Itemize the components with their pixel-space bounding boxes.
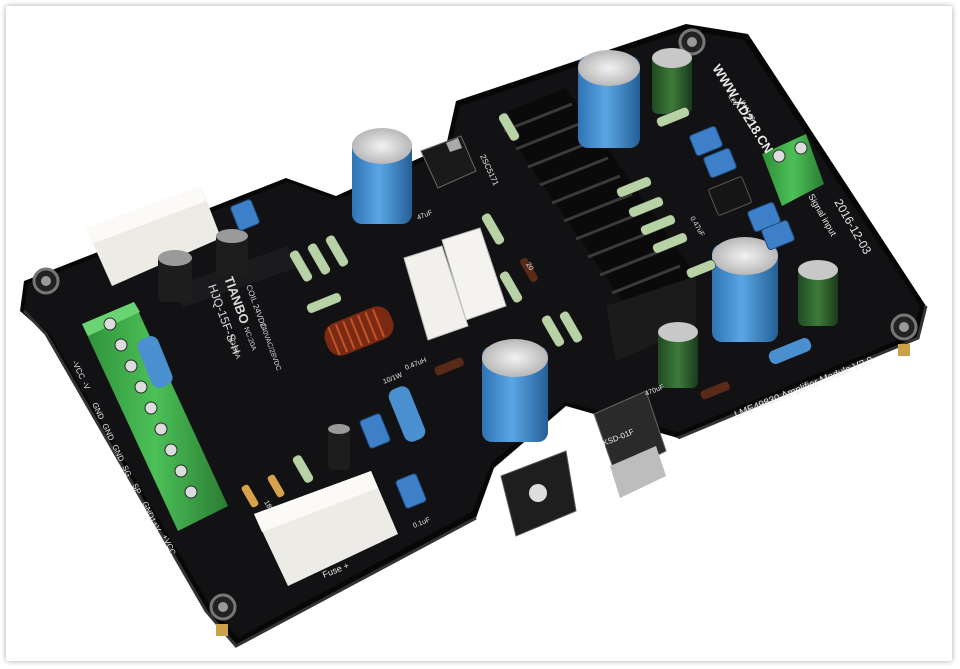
blue-capacitor <box>482 339 548 442</box>
blue-capacitor <box>712 237 778 342</box>
resistor <box>388 386 426 442</box>
relay: TIANBO HJQ-15F-S-H COIL 24VDC NO:30A NC:… <box>174 246 348 446</box>
pin-label: SG <box>120 464 133 478</box>
screw-bottom <box>209 593 237 621</box>
power-transistor <box>500 450 577 537</box>
blue-capacitor <box>578 50 640 148</box>
white-connector-top-left <box>86 186 221 286</box>
pin-label: +V <box>150 520 163 533</box>
small-black-capacitor <box>158 250 192 302</box>
pin-label: -V <box>80 380 92 392</box>
silk-20: 20 <box>524 262 534 272</box>
standoff <box>898 344 910 356</box>
green-capacitor <box>798 260 838 326</box>
blue-capacitor <box>352 128 412 224</box>
signal-resistors <box>289 106 716 484</box>
screw-top-right <box>678 28 706 56</box>
standoff <box>216 624 228 636</box>
film-capacitors <box>230 125 795 509</box>
resistor <box>768 338 812 364</box>
green-capacitor <box>658 322 698 388</box>
pin-label: SP <box>130 482 143 495</box>
resistor <box>137 336 173 388</box>
cement-resistor <box>441 227 507 321</box>
white-connector-bottom <box>254 471 398 586</box>
signal-input-terminal <box>762 134 824 206</box>
cement-resistor <box>403 245 469 341</box>
green-capacitor <box>652 48 692 114</box>
small-black-capacitor <box>216 229 248 276</box>
photo-frame: KSD-01F 2SC5171 -VCC -V GND GND GND SG S… <box>6 6 952 661</box>
small-black-capacitor <box>328 424 350 470</box>
bridge-diode: KSD-01F <box>593 390 667 498</box>
inductor-coil <box>324 306 394 356</box>
power-terminal-block <box>82 302 228 531</box>
screw-left <box>32 267 60 295</box>
pcb-board <box>20 24 928 648</box>
op-amp-ic <box>708 176 752 216</box>
amplifier-board-photo: KSD-01F 2SC5171 -VCC -V GND GND GND SG S… <box>20 24 928 648</box>
diodes <box>241 257 730 508</box>
screw-right <box>890 313 918 341</box>
